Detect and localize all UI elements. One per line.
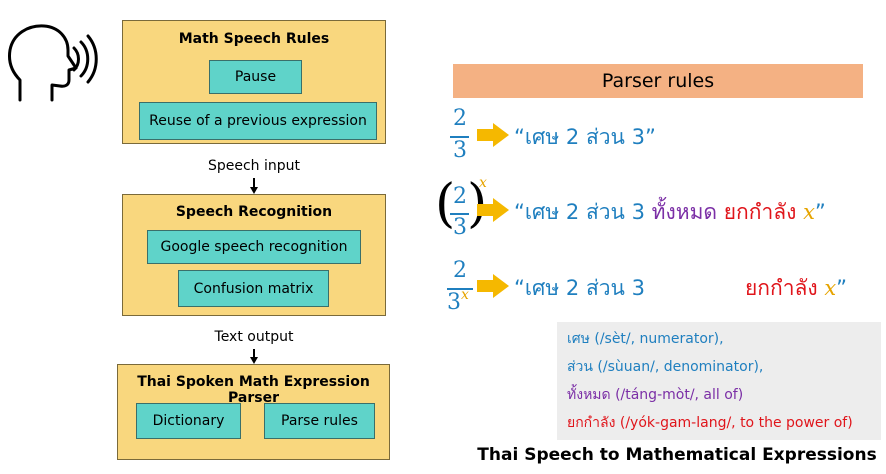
exponent: x xyxy=(479,175,487,191)
fraction-denominator: 3 xyxy=(447,290,461,315)
phrase-part: x xyxy=(803,200,815,224)
speech-input-label: Speech input xyxy=(207,158,301,174)
parser-rules-header: Parser rules xyxy=(453,64,863,98)
figure-caption: Thai Speech to Mathematical Expressions xyxy=(477,445,877,465)
pause-box: Pause xyxy=(209,60,302,94)
legend-item-power: ยกกำลัง (/yók-gam-lang/, to the power of… xyxy=(567,415,853,431)
term-legend: เศษ (/sèt/, numerator), ส่วน (/sùuan/, d… xyxy=(557,322,881,440)
math-speech-rules-panel: Math Speech Rules Pause Reuse of a previ… xyxy=(122,20,386,144)
google-speech-recognition-box: Google speech recognition xyxy=(147,230,361,264)
parser-rules-title: Parser rules xyxy=(601,70,715,92)
right-arrow-icon xyxy=(477,123,509,147)
fraction-denominator: 3 xyxy=(453,138,467,163)
legend-item-all-of: ทั้งหมด (/táng-mòt/, all of) xyxy=(567,387,744,403)
exponent: x xyxy=(461,287,469,303)
text-output-label: Text output xyxy=(214,329,294,345)
legend-item-numerator: เศษ (/sèt/, numerator), xyxy=(567,331,724,347)
spoken-phrase-2: “เศษ 2 ส่วน 3 ทั้งหมด ยกกำลัง x” xyxy=(514,196,826,229)
phrase-part: ยกกำลัง xyxy=(723,200,804,224)
fraction-numerator: 2 xyxy=(453,184,467,209)
panel-title: Speech Recognition xyxy=(175,204,333,220)
phrase-part: ทั้งหมด xyxy=(651,200,724,224)
phrase-part: ” xyxy=(814,200,826,224)
speech-recognition-panel: Speech Recognition Google speech recogni… xyxy=(122,194,386,316)
right-arrow-icon xyxy=(477,198,509,222)
speaking-head-icon xyxy=(8,24,98,102)
panel-title: Thai Spoken Math Expression Parser xyxy=(137,374,370,406)
right-arrow-icon xyxy=(477,274,509,298)
phrase-part: x xyxy=(824,276,837,300)
spoken-phrase-3-power: ยกกำลัง x” xyxy=(745,272,847,305)
fraction-bar xyxy=(450,136,469,138)
fraction-numerator: 2 xyxy=(453,106,467,131)
fraction-numerator: 2 xyxy=(453,258,467,283)
panel-title: Math Speech Rules xyxy=(178,31,330,47)
flow-arrow-head xyxy=(250,357,258,364)
flow-arrow-head xyxy=(250,187,258,194)
fraction-bar xyxy=(447,288,473,290)
phrase-part: ยกกำลัง xyxy=(745,276,825,300)
confusion-matrix-box: Confusion matrix xyxy=(178,270,329,307)
left-paren: ( xyxy=(435,174,456,234)
flow-arrow-line xyxy=(253,349,255,358)
flow-arrow-line xyxy=(253,178,255,188)
legend-item-denominator: ส่วน (/sùuan/, denominator), xyxy=(567,359,764,375)
parse-rules-box: Parse rules xyxy=(264,403,375,439)
phrase-part: ” xyxy=(836,276,848,300)
fraction-bar xyxy=(450,213,469,215)
fraction-denominator: 3 xyxy=(453,215,467,240)
dictionary-box: Dictionary xyxy=(136,403,241,439)
parser-panel: Thai Spoken Math Expression Parser Dicti… xyxy=(117,364,390,460)
spoken-phrase-3-main: “เศษ 2 ส่วน 3 xyxy=(514,276,645,300)
phrase-part: “เศษ 2 ส่วน 3 xyxy=(514,200,652,224)
spoken-phrase-1: “เศษ 2 ส่วน 3” xyxy=(514,125,656,149)
reuse-expression-box: Reuse of a previous expression xyxy=(139,102,377,140)
